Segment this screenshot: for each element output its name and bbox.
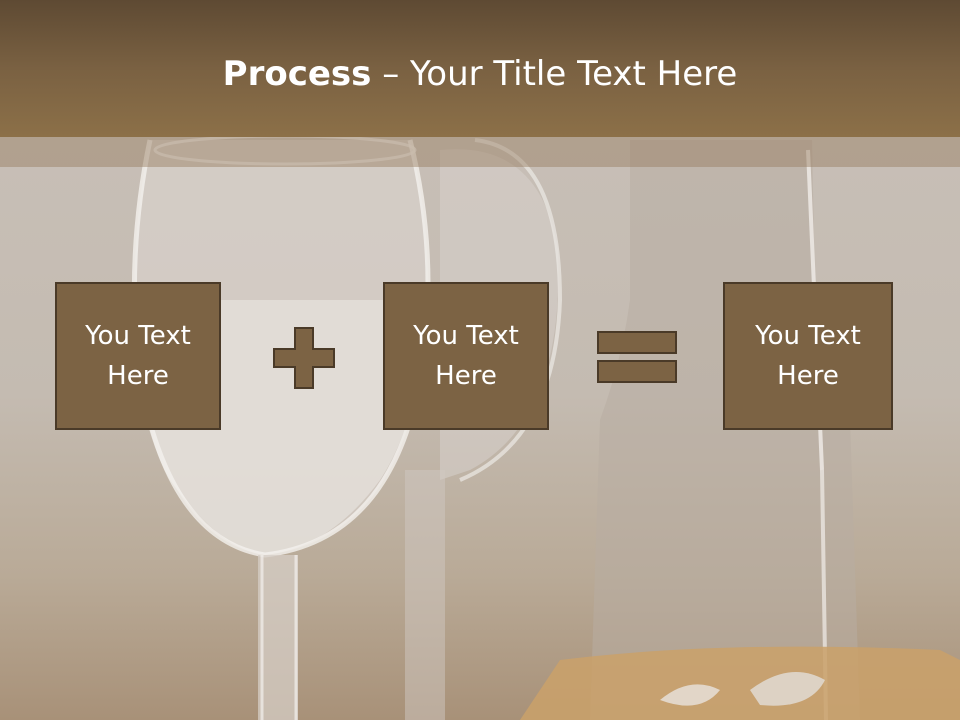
process-box-1[interactable]: You Text Here [55, 282, 221, 430]
process-box-3[interactable]: You Text Here [723, 282, 893, 430]
title-bar [0, 0, 960, 137]
title-dash: – [371, 54, 411, 94]
title-strip [0, 137, 960, 167]
process-box-1-label: You Text Here [85, 321, 191, 391]
title-bold: Process [222, 54, 372, 94]
process-box-3-label: You Text Here [755, 321, 861, 391]
equals-icon [597, 331, 677, 383]
slide-title: Process – Your Title Text Here [0, 52, 960, 96]
process-box-2[interactable]: You Text Here [383, 282, 549, 430]
plus-icon [273, 327, 335, 389]
title-rest: Your Title Text Here [410, 54, 738, 94]
process-box-2-label: You Text Here [413, 321, 519, 391]
